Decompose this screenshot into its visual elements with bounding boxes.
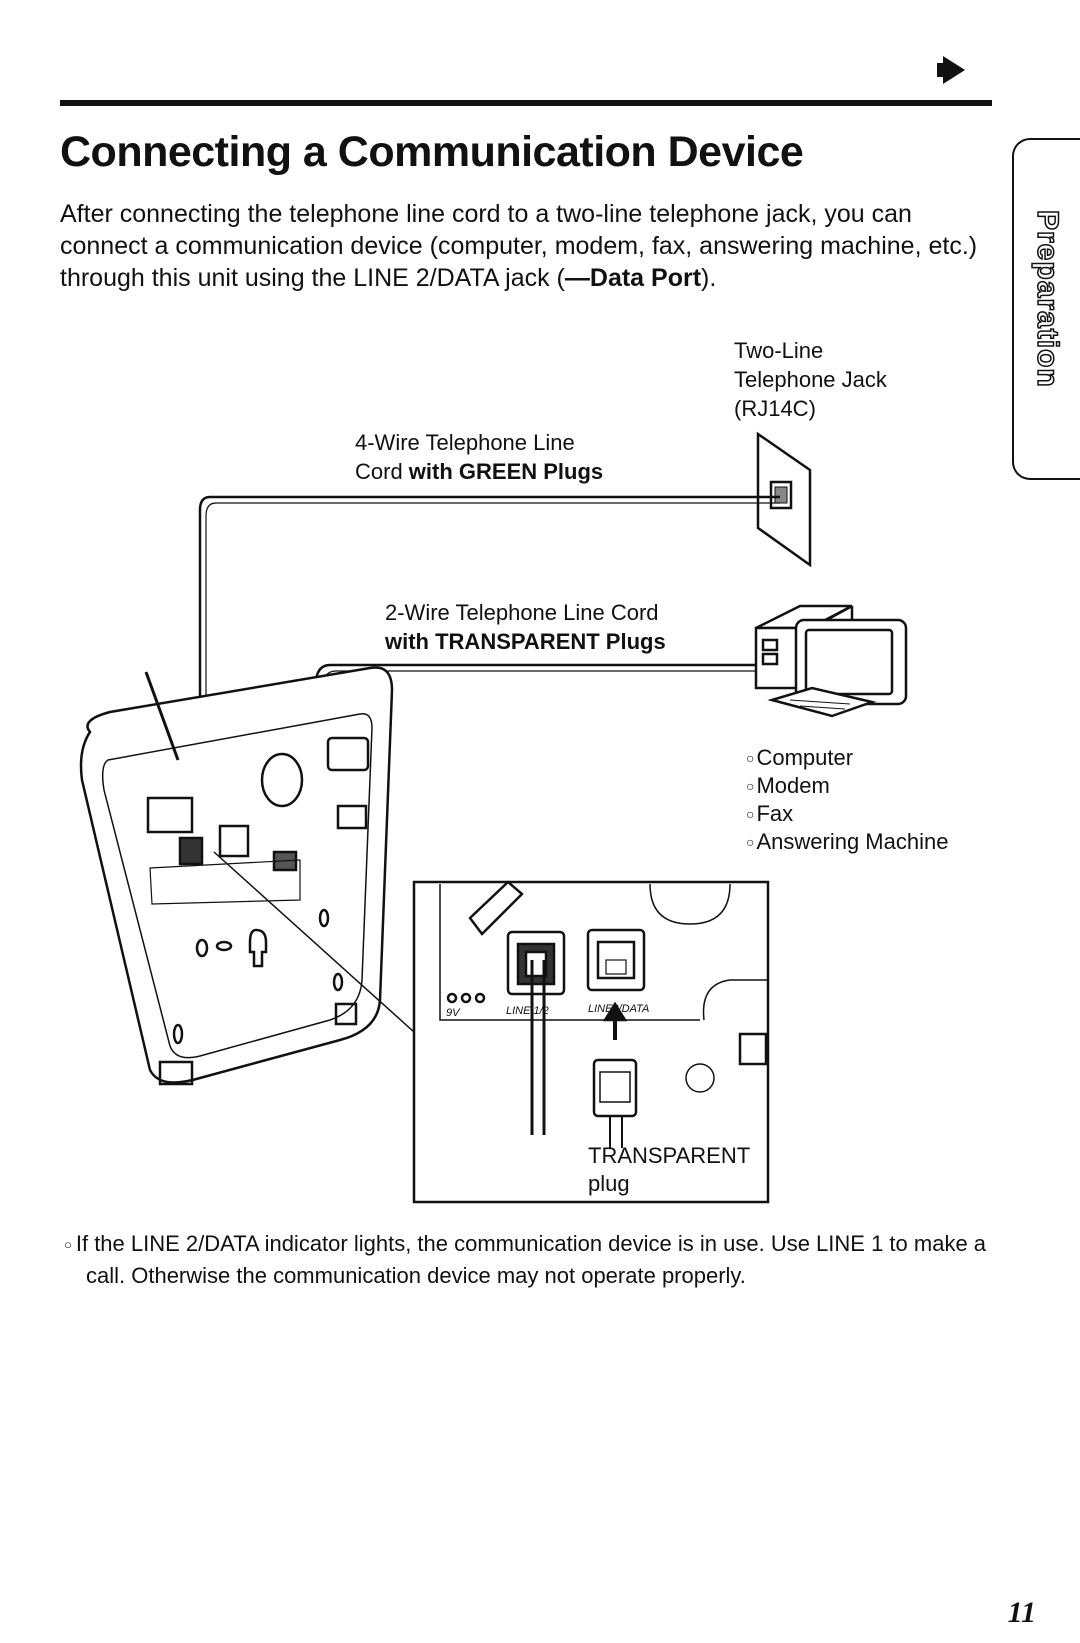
- phone-line12-jack: [218, 824, 250, 858]
- device-item: Answering Machine: [746, 828, 948, 856]
- inset-port-label-9v: 9V: [446, 1007, 461, 1019]
- transparent-plug-label: TRANSPARENT plug: [588, 1142, 750, 1198]
- two-wire-cord-label: 2-Wire Telephone Line Cord with TRANSPAR…: [385, 598, 666, 656]
- page-title: Connecting a Communication Device: [60, 128, 804, 176]
- transparent-plug-label-line1: TRANSPARENT: [588, 1143, 751, 1168]
- four-wire-cord-label-line2: Cord with GREEN Plugs: [355, 457, 603, 486]
- intro-text-bold: —Data Port: [564, 264, 702, 292]
- continue-arrow-icon: [943, 56, 965, 84]
- jack-label-line: Telephone Jack: [734, 367, 887, 392]
- device-item: Fax: [746, 800, 948, 828]
- section-tab-label: Preparation: [1030, 209, 1065, 388]
- jack-label: Two-Line Telephone Jack (RJ14C): [734, 336, 887, 423]
- phone-cord: [144, 671, 180, 761]
- inset-port-label-line2data: LINE2/DATA: [588, 1003, 649, 1015]
- continue-arrow-stem: [937, 63, 947, 77]
- two-wire-cord-label-bold: with TRANSPARENT Plugs: [385, 629, 666, 654]
- intro-text-1: After connecting the telephone line cord…: [60, 200, 978, 292]
- intro-paragraph: After connecting the telephone line cord…: [60, 198, 980, 294]
- four-wire-cord-label: 4-Wire Telephone Line Cord with GREEN Pl…: [355, 428, 603, 486]
- header-rule: [60, 100, 992, 106]
- jack-label-line: (RJ14C): [734, 396, 816, 421]
- inset-port-label-line12: LINE 1/2: [506, 1005, 549, 1017]
- four-wire-cord-label-bold: with GREEN Plugs: [408, 459, 604, 484]
- device-list: Computer Modem Fax Answering Machine: [746, 744, 948, 856]
- transparent-plug-label-line2: plug: [588, 1171, 630, 1196]
- phone-base: [79, 666, 394, 1084]
- page-number: 11: [1007, 1596, 1036, 1629]
- jack-label-line: Two-Line: [734, 338, 824, 363]
- section-tab: [1012, 138, 1080, 480]
- inset-phone-jack: [738, 1032, 768, 1066]
- four-wire-cord-label-line1: 4-Wire Telephone Line: [355, 430, 575, 455]
- phone-slot-left: [146, 796, 194, 834]
- two-wire-cord-label-line1: 2-Wire Telephone Line Cord: [385, 600, 659, 625]
- inset-cable-top: [468, 880, 524, 936]
- usage-note: If the LINE 2/DATA indicator lights, the…: [64, 1228, 1006, 1291]
- four-wire-cord-label-plain: Cord: [355, 459, 409, 484]
- wall-jack-socket: [769, 480, 793, 510]
- device-item: Modem: [746, 772, 948, 800]
- intro-text-2: ).: [701, 264, 717, 292]
- device-item: Computer: [746, 744, 948, 772]
